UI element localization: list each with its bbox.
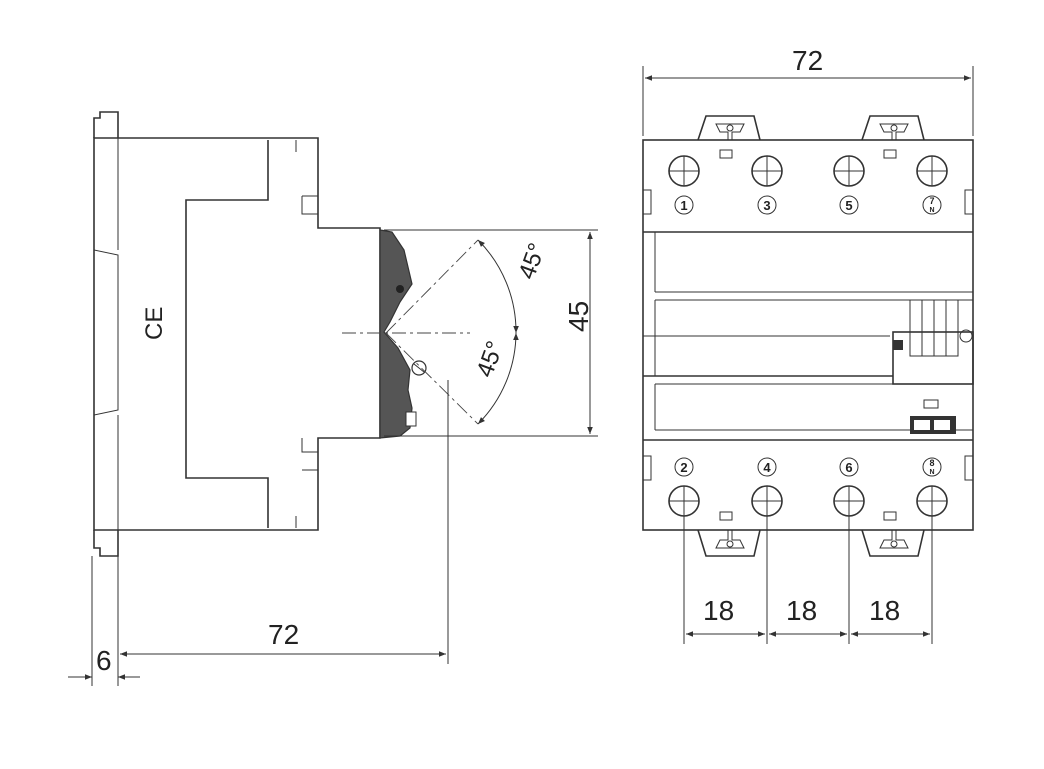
terminal-label-n-top: N (929, 207, 934, 214)
screw-terminal-icon[interactable] (668, 155, 700, 187)
screw-terminal-icon[interactable] (916, 155, 948, 187)
terminal-labels-bottom: 2 4 6 8 N (674, 457, 942, 477)
depth-dim-label: 72 (268, 619, 299, 650)
side-back-plate (93, 138, 119, 530)
terminal-label-n-bottom: N (929, 469, 934, 476)
indicator-icon (959, 329, 973, 343)
screw-terminal-icon[interactable] (916, 485, 948, 517)
screw-terminal-icon[interactable] (833, 485, 865, 517)
side-body-outline (93, 137, 381, 531)
angle-upper-label: 45° (513, 239, 551, 282)
angle-arc-upper (477, 239, 519, 334)
din-clip-icon (697, 115, 761, 159)
din-clip-bottom (93, 530, 119, 557)
terminal-row-bottom (668, 485, 948, 517)
terminal-label-4: 4 (763, 460, 771, 475)
terminal-row-top (668, 155, 948, 187)
offset-dim-label: 6 (96, 645, 112, 676)
pitch-dim-label-2: 18 (786, 595, 817, 626)
screw-terminal-icon[interactable] (751, 155, 783, 187)
side-inner-recess (185, 140, 269, 528)
pitch-dim-label-1: 18 (703, 595, 734, 626)
width-dim-label: 72 (792, 45, 823, 76)
svg-text:CE: CE (141, 307, 168, 340)
terminal-label-7: 7 (929, 196, 934, 206)
ce-mark-icon: CE (141, 307, 168, 340)
front-view: 72 (642, 45, 974, 644)
din-clip-top (93, 111, 119, 138)
screw-terminal-icon[interactable] (668, 485, 700, 517)
terminal-labels-top: 1 3 5 7 N (674, 195, 942, 215)
angle-arc-lower (477, 332, 519, 425)
angle-lower-label: 45° (471, 337, 509, 380)
terminal-label-5: 5 (845, 198, 852, 213)
screw-terminal-icon[interactable] (751, 485, 783, 517)
toggle-lever[interactable] (379, 229, 413, 439)
front-body-outline (642, 139, 974, 531)
test-slider[interactable] (892, 331, 974, 385)
screw-terminal-icon[interactable] (833, 155, 865, 187)
terminal-label-6: 6 (845, 460, 852, 475)
terminal-label-2: 2 (680, 460, 687, 475)
terminal-label-3: 3 (763, 198, 770, 213)
side-view: CE 45° 45° 45 72 6 (68, 111, 598, 686)
terminal-label-8: 8 (929, 458, 934, 468)
height-dim-label: 45 (563, 301, 594, 332)
pitch-dim-label-3: 18 (869, 595, 900, 626)
terminal-label-1: 1 (680, 198, 687, 213)
lever-pivot-icon (396, 285, 404, 293)
